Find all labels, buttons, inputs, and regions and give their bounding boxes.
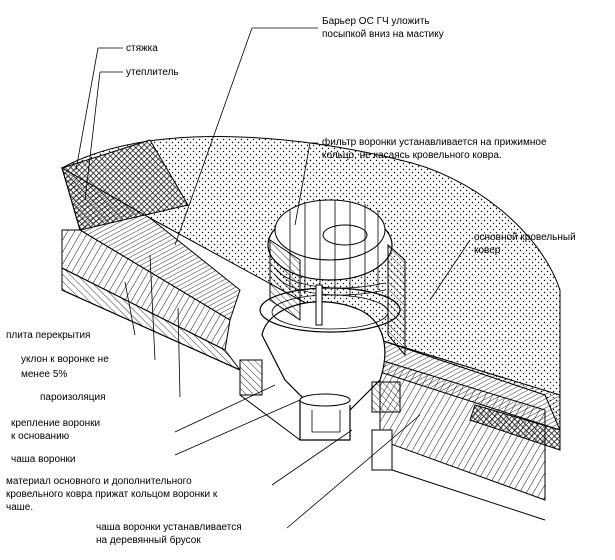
label-wood-2: на деревянный брусок <box>96 534 201 546</box>
label-screed: стяжка <box>126 43 158 54</box>
label-material-3: чаше. <box>6 502 33 513</box>
slab-layer-left <box>61 229 231 351</box>
label-fixing-1: крепление воронки <box>11 418 100 429</box>
base-outline <box>61 289 301 441</box>
label-main-carpet-2: ковер <box>474 245 501 256</box>
leader-lines <box>75 27 471 529</box>
bolt <box>315 284 323 326</box>
label-material-2: кровельного ковра прижат кольцом воронки… <box>6 489 218 500</box>
label-slope-1: уклон к воронке не <box>21 354 109 365</box>
label-filter-2: кольцо, не касаясь кровельного ковра. <box>322 150 502 161</box>
clamp-ring <box>259 287 401 333</box>
label-slab: плита перекрытия <box>6 330 90 341</box>
leg-right <box>371 429 393 471</box>
label-bowl: чаша воронки <box>11 454 76 465</box>
drain-pipe <box>299 400 351 441</box>
label-barrier-1: Барьер ОС ГЧ уложить <box>322 16 430 27</box>
clamp-ring-inner <box>271 294 389 330</box>
label-filter-1: фильтр воронки устанавливается на прижим… <box>322 136 547 148</box>
label-wood-1: чаша воронки устанавливается <box>96 522 242 533</box>
label-fixing-2: к основанию <box>11 431 70 442</box>
drain-pipe-inner <box>311 410 341 433</box>
wood-block-right <box>371 381 401 413</box>
insulation-layer <box>61 166 241 321</box>
drain-opening <box>299 393 351 407</box>
wood-block-left <box>239 359 263 396</box>
label-barrier-2: посыпкой вниз на мастику <box>322 29 444 40</box>
label-slope-2: менее 5% <box>21 369 67 380</box>
label-insulation: утеплитель <box>126 67 179 78</box>
base-outline-right <box>391 469 546 521</box>
drain-filter <box>267 199 406 357</box>
label-material-1: материал основного и дополнительного <box>6 476 192 487</box>
label-vapor: пароизоляция <box>40 392 105 403</box>
label-main-carpet-1: основной кровельный <box>474 232 576 243</box>
